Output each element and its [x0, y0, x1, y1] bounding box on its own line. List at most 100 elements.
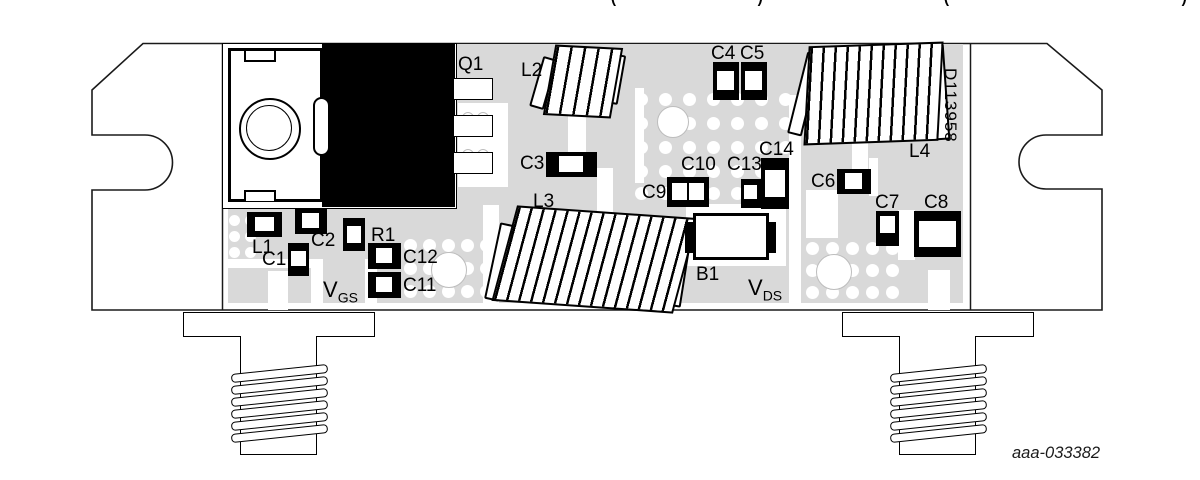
- label-board-serial: D113958: [941, 68, 960, 143]
- trace-gap: [228, 259, 312, 268]
- via-dot: [634, 186, 648, 200]
- component-c12: [368, 243, 401, 269]
- label-c10: C10: [681, 154, 716, 175]
- component-c14: [761, 158, 789, 209]
- component-c13: [741, 179, 763, 208]
- label-c13: C13: [727, 154, 762, 175]
- via-dot: [634, 116, 648, 130]
- coil-l2: [542, 44, 624, 119]
- label-l1: L1: [252, 237, 274, 258]
- label-vgs: VGS: [323, 277, 358, 306]
- via-dot: [730, 140, 744, 154]
- flange-notch-bottom: [244, 190, 276, 201]
- cropped-caption-strip: ( ) ( ): [0, 0, 1200, 6]
- label-b1: B1: [696, 264, 720, 285]
- component-c6: [837, 169, 871, 194]
- via-dot: [778, 92, 792, 106]
- trace-gap: [898, 210, 915, 260]
- component-c7: [876, 211, 899, 246]
- via-dot: [228, 214, 240, 226]
- mounting-hole-inner: [246, 105, 292, 151]
- plated-hole: [431, 252, 467, 288]
- via-dot: [682, 140, 696, 154]
- trace-gap: [789, 95, 801, 303]
- via-dot: [403, 284, 417, 298]
- trace-gap: [869, 158, 878, 196]
- component-b1-tab: [767, 222, 776, 253]
- label-q1: Q1: [458, 54, 484, 75]
- sma-connector-right-flange: [842, 312, 1034, 337]
- via-dot: [805, 285, 819, 299]
- label-c11: C11: [403, 275, 437, 296]
- component-c1: [288, 243, 309, 276]
- trace-gap: [568, 112, 586, 154]
- plated-hole: [657, 106, 689, 138]
- transistor-q1-plastic-body: [322, 43, 455, 207]
- via-dot: [845, 285, 859, 299]
- via-dot: [754, 116, 768, 130]
- component-c3: [546, 152, 597, 177]
- via-dot: [754, 140, 768, 154]
- figure-id: aaa-033382: [1012, 444, 1101, 462]
- label-vds: VDS: [748, 275, 783, 304]
- cropped-caption-fragment: (: [943, 0, 951, 6]
- cropped-caption-fragment: ): [756, 0, 764, 6]
- via-dot: [865, 263, 879, 277]
- coil-l4: [803, 41, 944, 146]
- via-dot: [479, 238, 493, 252]
- component-c4: [713, 62, 739, 100]
- via-dot: [441, 238, 455, 252]
- via-dot: [422, 238, 436, 252]
- via-dot: [885, 285, 899, 299]
- coil-l3: [491, 205, 699, 314]
- component-c2: [295, 208, 327, 234]
- via-dot: [244, 246, 256, 258]
- via-dot: [865, 241, 879, 255]
- via-dot: [634, 164, 648, 178]
- via-dot: [634, 140, 648, 154]
- component-r1: [343, 218, 365, 251]
- via-dot: [403, 261, 417, 275]
- label-l3: L3: [533, 191, 555, 212]
- cropped-caption-fragment: (: [610, 0, 618, 6]
- label-c3: C3: [520, 153, 545, 174]
- trace-gap: [852, 140, 868, 172]
- via-dot: [706, 140, 720, 154]
- via-dot: [634, 92, 648, 106]
- component-b1-tab: [685, 222, 694, 253]
- via-dot: [706, 116, 720, 130]
- via-dot: [845, 241, 859, 255]
- cropped-caption-fragment: ): [1180, 0, 1188, 6]
- component-c5: [741, 62, 767, 100]
- flange-notch-top: [244, 51, 276, 62]
- via-dot: [460, 284, 474, 298]
- trace-gap: [635, 88, 644, 183]
- label-l4: L4: [909, 141, 931, 162]
- label-c2: C2: [311, 230, 336, 251]
- trace-gap: [311, 259, 323, 303]
- component-c11: [368, 272, 401, 298]
- component-c9-c10: [667, 177, 709, 207]
- via-dot: [422, 284, 436, 298]
- via-dot: [228, 230, 240, 242]
- component-b1-body: [693, 213, 769, 260]
- via-dot: [885, 263, 899, 277]
- via-dot: [706, 164, 720, 178]
- via-dot: [825, 241, 839, 255]
- label-c9: C9: [642, 182, 667, 203]
- via-dot: [682, 164, 696, 178]
- via-dot: [778, 140, 792, 154]
- component-l1: [247, 212, 282, 237]
- via-dot: [682, 92, 696, 106]
- label-c8: C8: [924, 192, 949, 213]
- via-dot: [805, 241, 819, 255]
- via-dot: [658, 92, 672, 106]
- via-dot: [658, 164, 672, 178]
- plated-hole: [816, 254, 852, 290]
- component-c8: [914, 211, 961, 257]
- via-dot: [460, 238, 474, 252]
- transistor-lead: [453, 78, 493, 100]
- label-c4: C4: [711, 43, 736, 64]
- label-c14: C14: [759, 139, 794, 160]
